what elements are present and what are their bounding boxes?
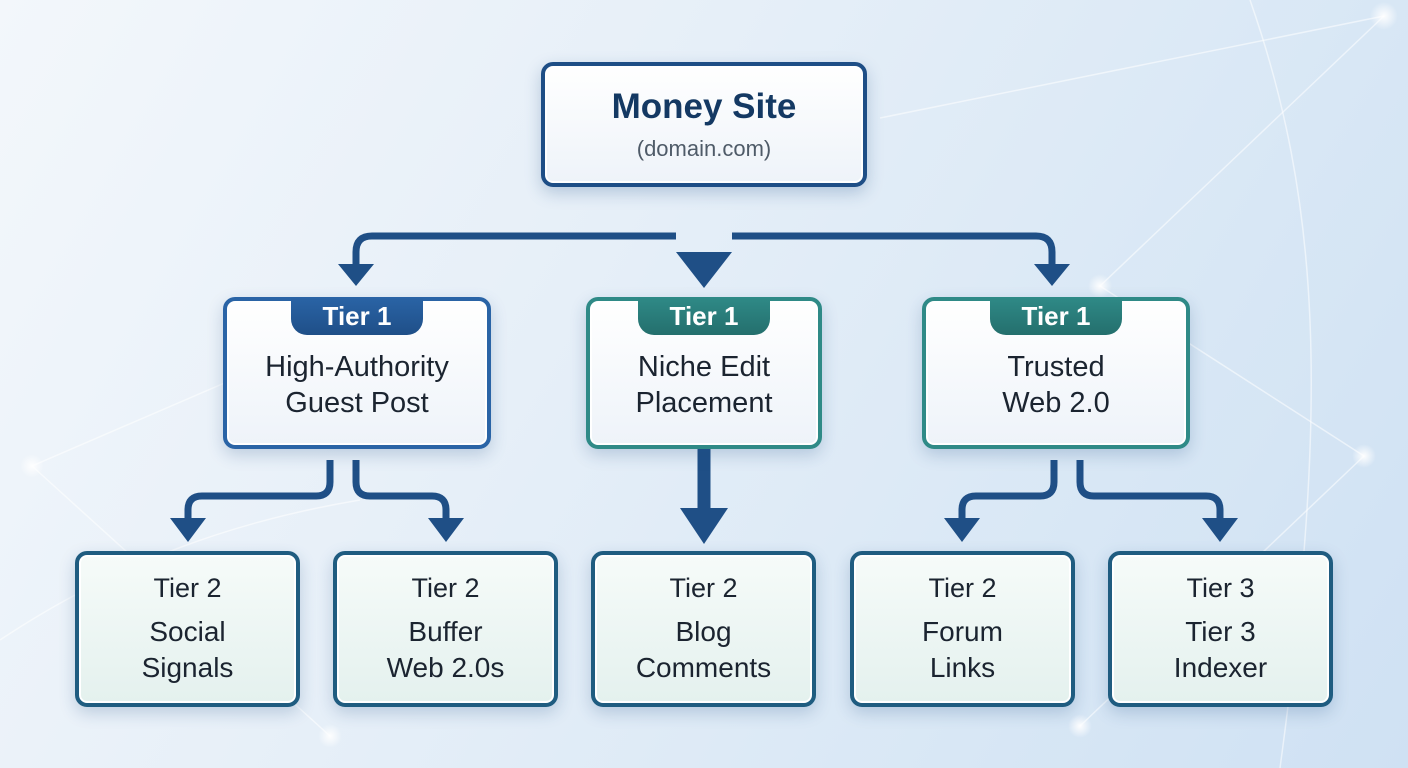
tier-badge: Tier 1 xyxy=(291,297,423,335)
node-label: Social xyxy=(149,616,226,647)
arrowhead xyxy=(944,518,980,542)
arrowhead xyxy=(680,508,728,544)
arrowhead xyxy=(676,252,732,288)
connector-t1-right-to-indexer xyxy=(1076,460,1224,522)
node-label: Comments xyxy=(635,652,772,683)
tier-badge: Tier 1 xyxy=(638,297,770,335)
node-label: Placement xyxy=(635,387,773,419)
arrowhead xyxy=(1034,264,1070,286)
node-label: Niche Edit xyxy=(637,351,771,383)
node-label: Buffer xyxy=(408,616,483,647)
tier2-node-forum-links: Tier 2 Forum Links xyxy=(850,551,1075,707)
tier2-node-social-signals: Tier 2 Social Signals xyxy=(75,551,300,707)
tier2-node-blog-comments: Tier 2 Blog Comments xyxy=(591,551,816,707)
tier-label: Tier 3 xyxy=(1186,573,1255,603)
connector-root-left xyxy=(352,232,676,268)
glow-dot xyxy=(1352,444,1376,468)
node-label: Trusted xyxy=(1007,351,1105,383)
glow-dot xyxy=(20,454,44,478)
arrowhead xyxy=(170,518,206,542)
node-label: Links xyxy=(929,652,996,683)
arrowhead xyxy=(338,264,374,286)
money-site-title: Money Site xyxy=(611,87,797,127)
node-label: Signals xyxy=(141,652,234,683)
node-label: Web 2.0s xyxy=(386,652,505,683)
glow-dot xyxy=(318,724,342,748)
node-label: Web 2.0 xyxy=(1002,387,1110,419)
glow-dot xyxy=(1370,2,1398,30)
node-label: High-Authority xyxy=(265,351,449,383)
node-label: Guest Post xyxy=(285,387,429,419)
connector-t1-right-to-forum xyxy=(958,460,1058,522)
tier1-node-guest-post: Tier 1 High-Authority Guest Post xyxy=(223,297,491,449)
arrowhead xyxy=(428,518,464,542)
tier-badge: Tier 1 xyxy=(990,297,1122,335)
tier-label: Tier 2 xyxy=(928,573,997,603)
glow-dot xyxy=(1088,274,1112,298)
connector-t1-left-to-buffer xyxy=(352,460,450,522)
tier1-node-web20: Tier 1 Trusted Web 2.0 xyxy=(922,297,1190,449)
connector-root-right xyxy=(732,232,1056,268)
glow-dot xyxy=(1068,714,1092,738)
tier1-node-niche-edit: Tier 1 Niche Edit Placement xyxy=(586,297,822,449)
tier3-node-indexer: Tier 3 Tier 3 Indexer xyxy=(1108,551,1333,707)
tier-label: Tier 2 xyxy=(153,573,222,603)
node-label: Tier 3 xyxy=(1185,616,1256,647)
arrowhead xyxy=(1202,518,1238,542)
tier2-node-buffer-web20s: Tier 2 Buffer Web 2.0s xyxy=(333,551,558,707)
node-label: Blog xyxy=(675,616,732,647)
node-label: Indexer xyxy=(1173,652,1268,683)
tier-label: Tier 2 xyxy=(411,573,480,603)
money-site-node: Money Site (domain.com) xyxy=(541,62,867,187)
money-site-domain: (domain.com) xyxy=(636,135,772,161)
tier-label: Tier 2 xyxy=(669,573,738,603)
node-label: Forum xyxy=(922,616,1003,647)
connector-t1-left-to-social xyxy=(184,460,334,522)
